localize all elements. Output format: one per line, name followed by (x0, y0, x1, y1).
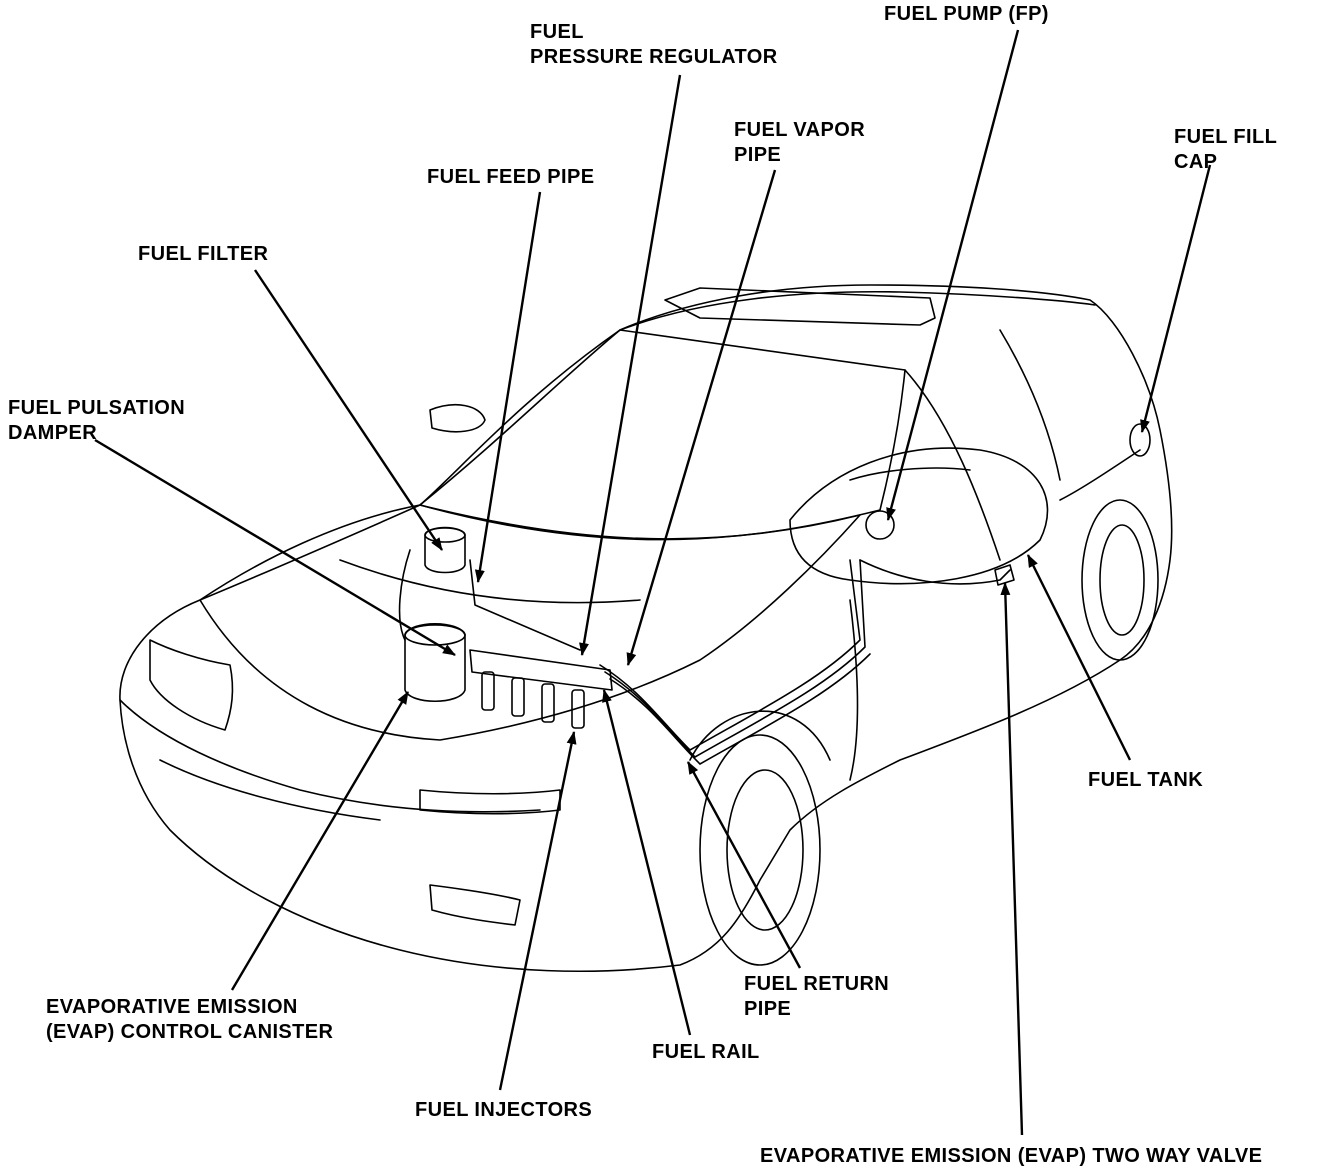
leader-pulsation-damper (94, 438, 456, 657)
canister-hose (398, 549, 411, 641)
pipe-feed (469, 559, 581, 651)
tank-detail (849, 467, 971, 481)
label-fuel-return-pipe: FUEL RETURN PIPE (744, 973, 890, 1020)
roof-line (619, 290, 1096, 331)
leader-fuel-pump (886, 29, 1020, 521)
leader-fuel-feed-pipe (474, 191, 542, 583)
fuel-pump-unit (865, 510, 895, 540)
leader-fuel-tank (1026, 554, 1132, 761)
label-fuel-filter: FUEL FILTER (138, 243, 269, 265)
label-fuel-rail: FUEL RAIL (652, 1041, 760, 1063)
side-mirror (429, 404, 486, 433)
leader-pressure-regulator (579, 74, 682, 656)
fuel-injectors-shapes (481, 671, 585, 729)
evap-canister-shape (404, 622, 466, 703)
turn-lamp (419, 789, 561, 815)
leader-evap-canister (230, 691, 410, 991)
pipe-bundle-3 (609, 653, 871, 765)
label-fuel-pump: FUEL PUMP (FP) (884, 3, 1049, 25)
label-evap-two-way-valve: EVAPORATIVE EMISSION (EVAP) TWO WAY VALV… (760, 1145, 1263, 1167)
windshield (419, 329, 906, 541)
a-pillar (904, 369, 1001, 561)
rear-wheel-outer (1081, 499, 1159, 661)
leader-fuel-fill-cap (1140, 164, 1212, 433)
front-wheel-inner (726, 769, 804, 931)
pipe-to-tank (859, 559, 1011, 585)
label-fuel-feed-pipe: FUEL FEED PIPE (427, 166, 595, 188)
pipe-bundle-1 (599, 559, 861, 751)
label-evap-canister: EVAPORATIVE EMISSION (EVAP) CONTROL CANI… (46, 996, 334, 1043)
headlight (149, 639, 234, 731)
fuel-fill-cap-shape (1129, 423, 1151, 457)
door-line (849, 599, 859, 781)
front-wheel-arch (689, 710, 831, 761)
label-fuel-tank: FUEL TANK (1088, 769, 1204, 791)
evap-valve-shape (994, 564, 1015, 586)
front-wheel-outer (699, 734, 821, 966)
label-fuel-vapor-pipe: FUEL VAPOR PIPE (734, 119, 866, 166)
label-fuel-fill-cap: FUEL FILL CAP (1174, 126, 1278, 173)
label-fuel-pulsation-damper: FUEL PULSATION DAMPER (8, 397, 186, 444)
fill-neck (1059, 449, 1141, 501)
hood-crease (339, 559, 641, 604)
rear-pillar (999, 329, 1061, 481)
hood (199, 504, 861, 741)
front-bumper (119, 699, 541, 813)
label-fuel-injectors: FUEL INJECTORS (415, 1099, 593, 1121)
sunroof (664, 287, 936, 326)
leader-fuel-injectors (498, 731, 577, 1091)
car-body-outline (119, 284, 1173, 973)
fog-lamp (429, 884, 521, 926)
fuel-tank-shape (789, 447, 1049, 585)
label-fuel-pressure-regulator: FUEL PRESSURE REGULATOR (530, 21, 778, 68)
pipe-bundle-2 (604, 559, 866, 758)
leader-evap-two-way-valve (1000, 582, 1024, 1136)
rear-wheel-inner (1099, 524, 1145, 636)
grille (159, 759, 381, 821)
leader-fuel-filter (254, 269, 443, 551)
leader-fuel-return-pipe (686, 761, 802, 969)
leader-fuel-vapor-pipe (626, 169, 777, 666)
fuel-rail-shape (469, 649, 613, 691)
leader-fuel-rail (602, 689, 692, 1036)
